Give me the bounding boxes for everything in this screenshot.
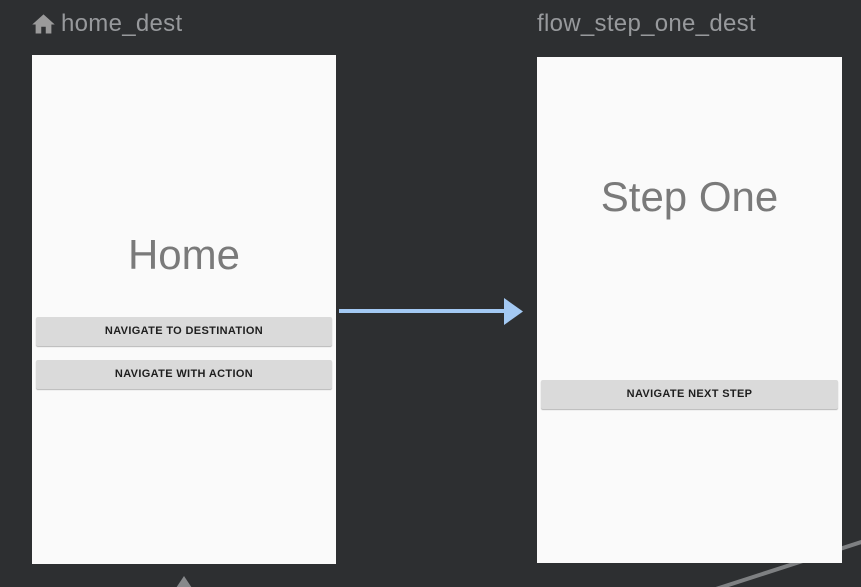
navigate-to-destination-button[interactable]: NAVIGATE TO DESTINATION [36, 317, 332, 346]
destination-header-home-dest[interactable]: home_dest [30, 10, 182, 38]
destination-name-label: flow_step_one_dest [537, 10, 756, 37]
destination-header-flow-step-one-dest[interactable]: flow_step_one_dest [537, 10, 756, 38]
home-icon [30, 11, 57, 38]
preview-screen-title: Step One [600, 173, 779, 220]
navigate-next-step-button[interactable]: NAVIGATE NEXT STEP [541, 380, 838, 409]
preview-screen-title: Home [127, 231, 241, 278]
destination-name-label: home_dest [61, 10, 183, 37]
incoming-edge-arrowhead-icon [176, 576, 192, 587]
destination-card-flow-step-one-dest[interactable]: Step One NAVIGATE NEXT STEP [537, 57, 842, 563]
action-edge-home-to-flow[interactable] [339, 298, 523, 325]
destination-card-home-dest[interactable]: Home NAVIGATE TO DESTINATION NAVIGATE WI… [32, 55, 336, 564]
action-edge-arrowhead-icon [504, 298, 523, 325]
navigate-with-action-button[interactable]: NAVIGATE WITH ACTION [36, 360, 332, 389]
